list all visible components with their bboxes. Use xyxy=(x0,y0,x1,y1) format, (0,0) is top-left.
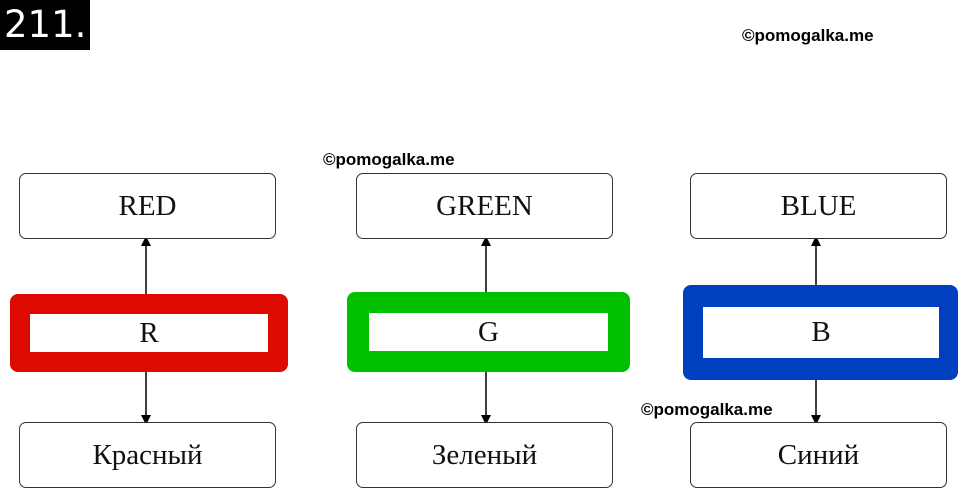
letter-red: R xyxy=(30,314,268,352)
watermark-bottom: ©pomogalka.me xyxy=(641,400,773,419)
watermark-center: ©pomogalka.me xyxy=(323,150,455,169)
russian-box-blue: Синий xyxy=(690,422,947,488)
task-number: 211. xyxy=(0,0,90,50)
english-box-green: GREEN xyxy=(356,173,613,239)
english-box-red: RED xyxy=(19,173,276,239)
russian-box-green: Зеленый xyxy=(356,422,613,488)
watermark-top-right: ©pomogalka.me xyxy=(742,26,874,45)
russian-box-red: Красный xyxy=(19,422,276,488)
english-box-blue: BLUE xyxy=(690,173,947,239)
letter-blue: B xyxy=(703,307,939,358)
letter-green: G xyxy=(369,313,608,351)
